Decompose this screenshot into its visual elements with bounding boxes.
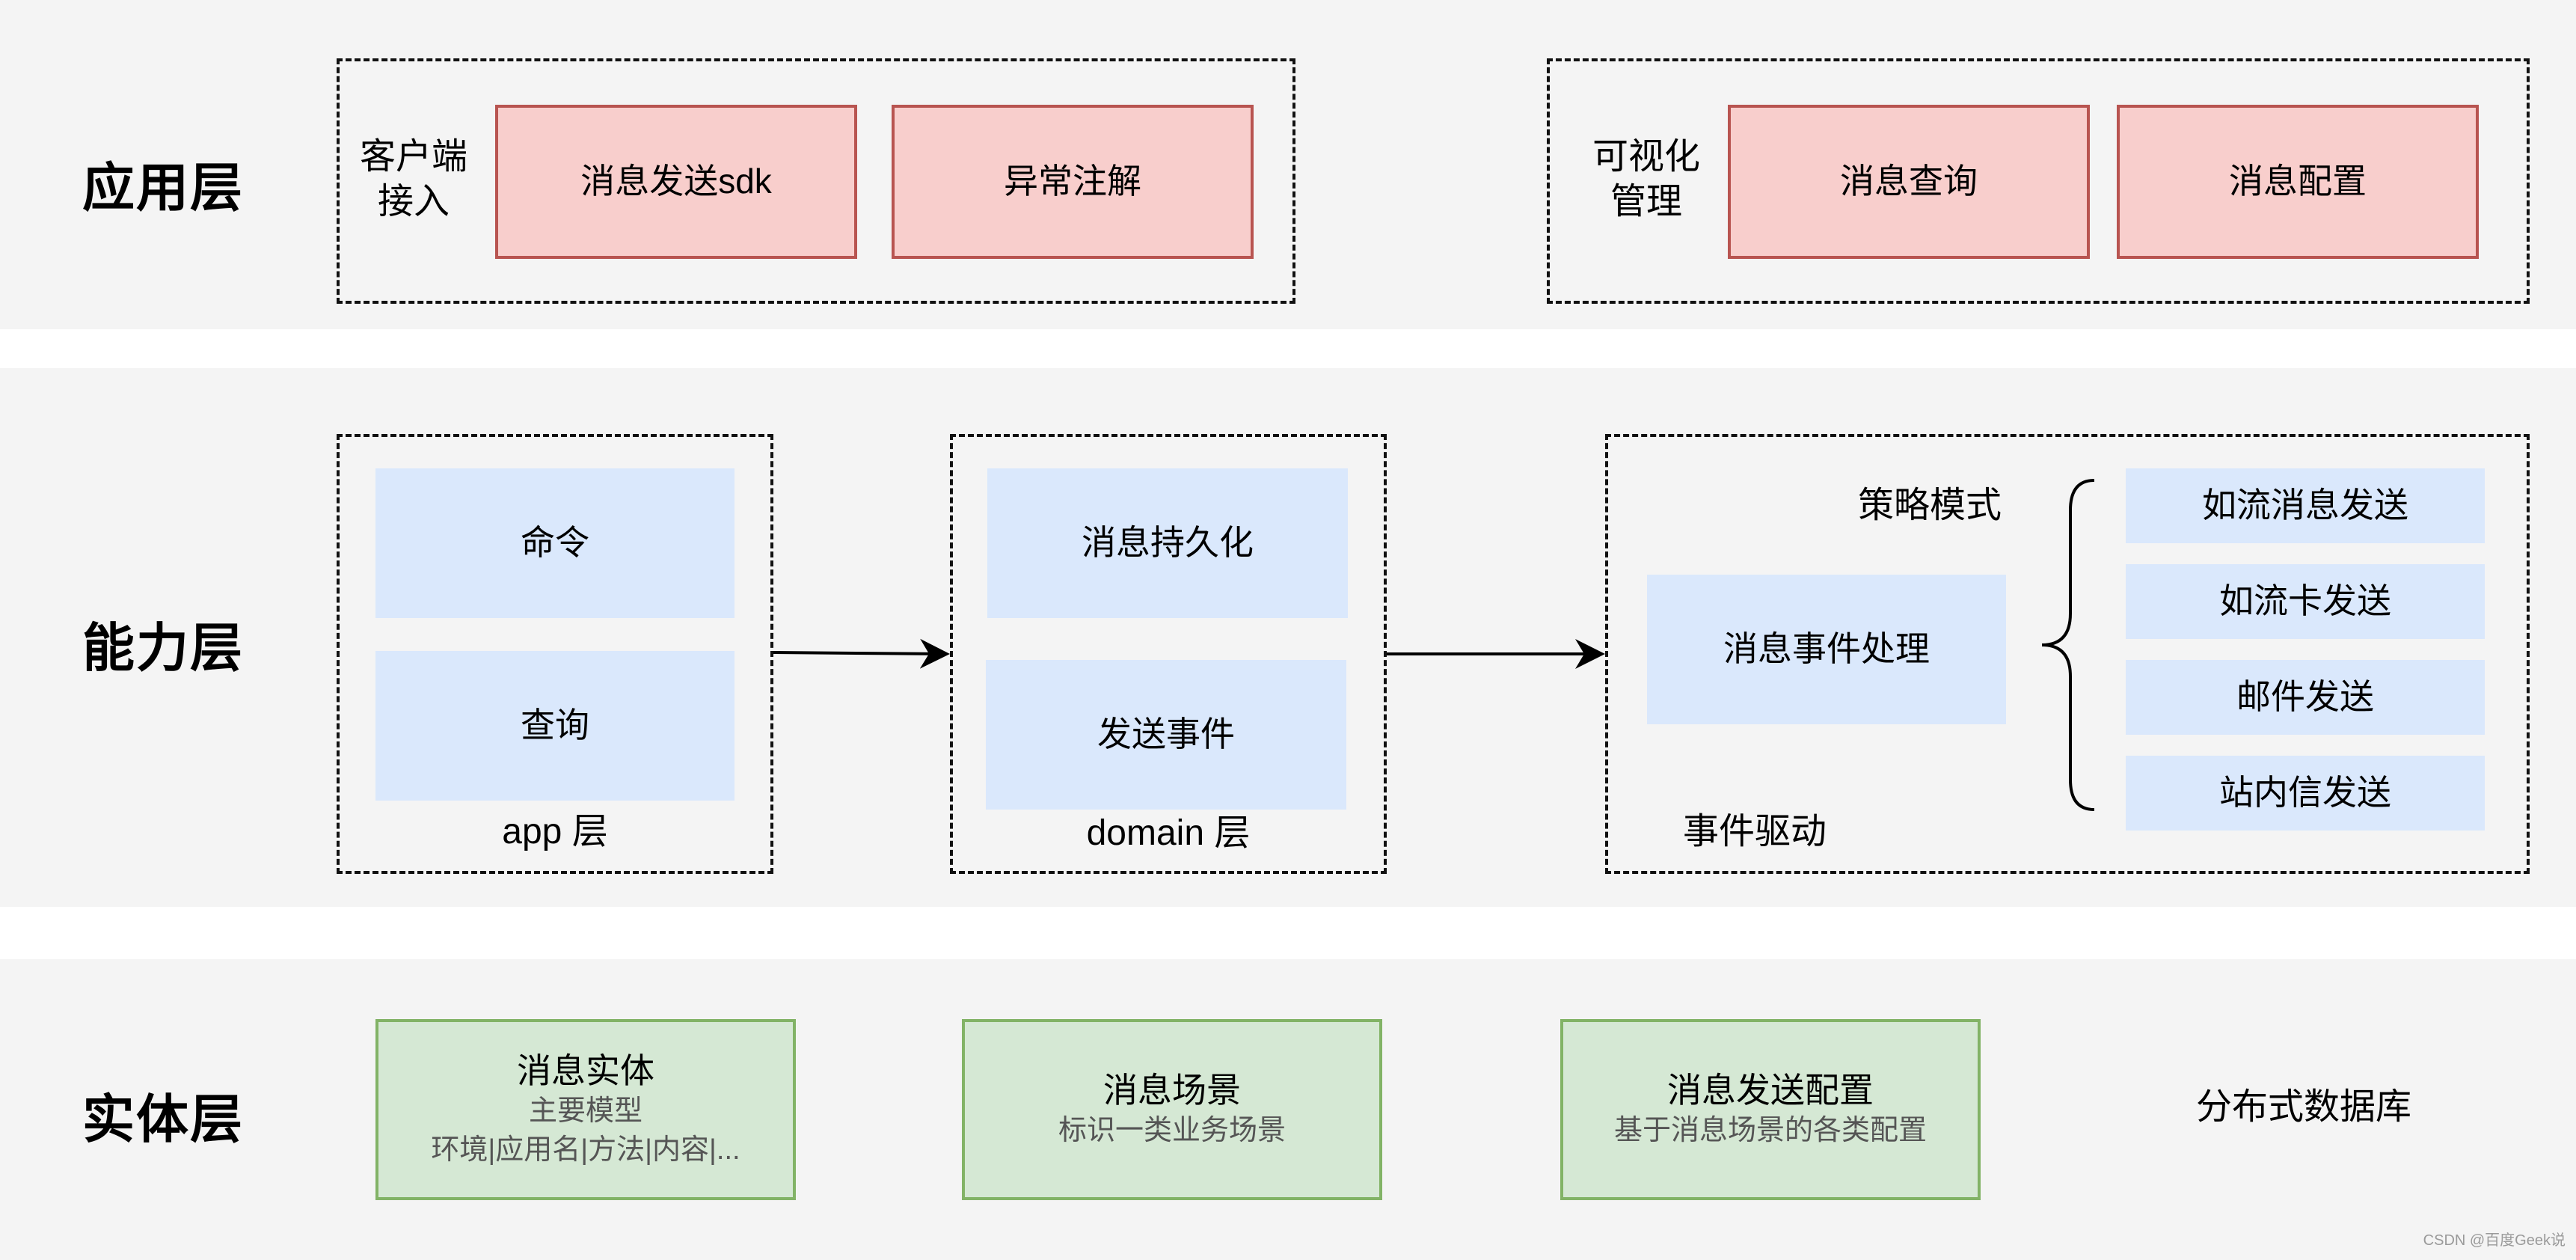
strategy-brace	[2041, 479, 2095, 811]
message-send-config-box: 消息发送配置 基于消息场景的各类配置	[1560, 1019, 1981, 1200]
watermark: CSDN @百度Geek说	[2423, 1232, 2566, 1249]
visual-management-group	[1547, 58, 2530, 304]
inbox-message-send-box: 站内信发送	[2126, 756, 2485, 831]
event-driven-caption: 事件驱动	[1682, 812, 1827, 851]
message-scene-title: 消息场景	[1103, 1070, 1241, 1110]
message-scene-line1: 标识一类业务场景	[1058, 1115, 1286, 1147]
client-access-label-line2: 接入	[377, 182, 450, 221]
message-persistence-box: 消息持久化	[987, 468, 1348, 618]
message-send-config-title: 消息发送配置	[1667, 1070, 1874, 1110]
app-to-domain-arrow	[773, 638, 950, 669]
query-box: 查询	[375, 651, 735, 801]
app-layer-group	[337, 434, 773, 874]
distributed-database-label: 分布式数据库	[2195, 1087, 2411, 1127]
entity-layer-title: 实体层	[82, 1090, 244, 1149]
message-send-config-line1: 基于消息场景的各类配置	[1613, 1115, 1927, 1147]
ruliu-card-send-box: 如流卡发送	[2126, 564, 2485, 639]
send-event-box: 发送事件	[986, 660, 1346, 810]
app-layer-caption: app 层	[502, 812, 608, 851]
visual-management-label: 可视化 管理	[1584, 135, 1708, 224]
domain-layer-caption: domain 层	[1086, 813, 1251, 853]
exception-annotation-box: 异常注解	[892, 105, 1254, 259]
ruliu-message-send-box: 如流消息发送	[2126, 468, 2485, 543]
strategy-pattern-label: 策略模式	[1857, 486, 2002, 525]
visual-management-label-line1: 可视化	[1592, 137, 1700, 177]
visual-management-label-line2: 管理	[1610, 182, 1682, 221]
message-entity-line1: 主要模型	[528, 1095, 643, 1128]
message-config-box: 消息配置	[2117, 105, 2479, 259]
message-query-box: 消息查询	[1728, 105, 2090, 259]
message-event-handler-box: 消息事件处理	[1647, 575, 2006, 724]
message-send-sdk-box: 消息发送sdk	[495, 105, 857, 259]
client-access-group	[337, 58, 1295, 304]
message-entity-line2: 环境|应用名|方法|内容|...	[431, 1134, 740, 1166]
event-driven-group	[1605, 434, 2530, 874]
message-scene-box: 消息场景 标识一类业务场景	[962, 1019, 1382, 1200]
capability-layer-title: 能力层	[82, 619, 244, 677]
application-layer-title: 应用层	[82, 159, 244, 217]
message-entity-box: 消息实体 主要模型 环境|应用名|方法|内容|...	[375, 1019, 796, 1200]
client-access-label: 客户端 接入	[352, 135, 476, 224]
email-send-box: 邮件发送	[2126, 660, 2485, 735]
client-access-label-line1: 客户端	[359, 137, 467, 177]
message-entity-title: 消息实体	[517, 1050, 654, 1090]
domain-layer-group	[950, 434, 1387, 874]
command-box: 命令	[375, 468, 735, 618]
